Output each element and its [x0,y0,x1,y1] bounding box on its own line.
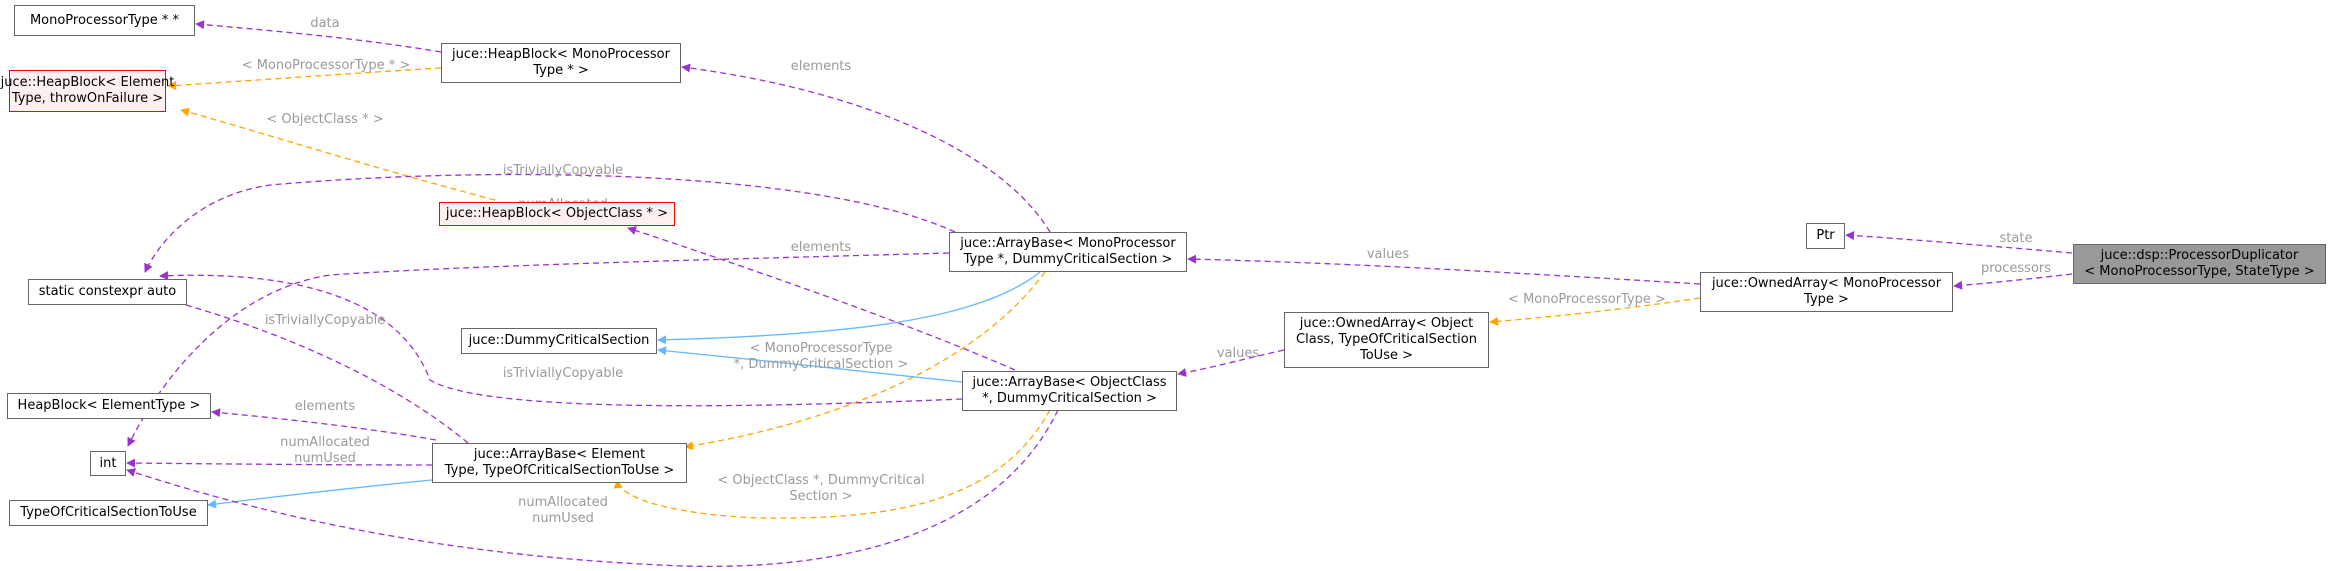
edge-label-elements-mid: elements [791,240,852,255]
class-node-int[interactable]: int [90,451,126,476]
edge-values-mid [1177,349,1285,377]
class-node-ptr[interactable]: Ptr [1806,223,1845,249]
class-node-ownedarray-mono-processor[interactable]: juce::OwnedArray< MonoProcessor Type > [1700,272,1953,312]
edge-values-top [1187,254,1701,285]
edge-elements-bottom [211,408,437,441]
edge-template-object-heap [180,107,496,201]
edge-label-values-mid: values [1217,346,1260,361]
edge-numallocated-mid [126,458,433,468]
edge-label-state: state [2000,231,2033,246]
class-node-type-of-critical-section[interactable]: TypeOfCriticalSectionToUse [9,500,208,526]
edge-label-elements-top: elements [791,59,852,74]
edge-label-trivially-mid: isTriviallyCopyable [503,366,623,381]
class-node-arraybase-element[interactable]: juce::ArrayBase< Element Type, TypeOfCri… [432,443,687,483]
class-node-heapblock-elementtype[interactable]: HeapBlock< ElementType > [7,393,211,419]
edge-label-object-class-ptr: < ObjectClass * > [266,112,383,127]
edge-label-processors: processors [1981,261,2051,276]
class-node-ownedarray-object-class[interactable]: juce::OwnedArray< Object Class, TypeOfCr… [1284,312,1489,368]
class-node-static-constexpr-auto[interactable]: static constexpr auto [28,279,187,305]
edge-data [195,20,442,53]
class-node-heapblock-element-type[interactable]: juce::HeapBlock< Element Type, throwOnFa… [1,70,174,112]
class-node-mono-processor-type-ptr-ptr[interactable]: MonoProcessorType * * [14,5,195,36]
edge-label-trivially-left: isTriviallyCopyable [265,313,385,328]
edge-processors [1953,273,2073,290]
edge-inherit-object-dummy [657,346,963,383]
class-node-processor-duplicator[interactable]: juce::dsp::ProcessorDuplicator < MonoPro… [2073,244,2326,284]
class-node-arraybase-object-class[interactable]: juce::ArrayBase< ObjectClass *, DummyCri… [962,371,1177,411]
class-node-heapblock-mono-processor[interactable]: juce::HeapBlock< MonoProcessor Type * > [441,43,681,83]
edge-elements-top [681,63,1051,233]
edge-template-object-arraybase [613,409,1051,519]
edge-elements-mid [627,226,1016,371]
edge-label-mono-processor-type-ptr: < MonoProcessorType * > [242,58,411,73]
edge-label-mono-dummy: < MonoProcessorType*, DummyCriticalSecti… [734,341,909,372]
edge-trivially-mid [159,271,963,407]
edge-label-mono-processor-type: < MonoProcessorType > [1508,292,1666,307]
edge-state [1845,231,2073,254]
edge-label-values-top: values [1367,247,1410,262]
edge-inherit-mono-dummy [657,271,1041,345]
edge-trivially-left [144,291,469,444]
edge-label-data: data [310,16,339,31]
class-node-dummy-critical-section[interactable]: juce::DummyCriticalSection [461,328,657,354]
edge-template-mono-heap [167,67,442,90]
class-node-heapblock-object-class[interactable]: juce::HeapBlock< ObjectClass * > [439,202,675,226]
edge-template-owned [1489,297,1701,326]
edge-label-trivially-top: isTriviallyCopyable [503,163,623,178]
edge-label-elements-bottom: elements [295,399,356,414]
class-node-arraybase-mono-processor[interactable]: juce::ArrayBase< MonoProcessor Type *, D… [949,232,1187,272]
edge-inherit-element-critical [207,479,433,509]
edge-template-mono-arraybase [684,271,1046,451]
edge-numallocated-bottom [126,409,1059,567]
edge-trivially-top [144,173,956,273]
edge-numallocated-top [127,252,950,447]
